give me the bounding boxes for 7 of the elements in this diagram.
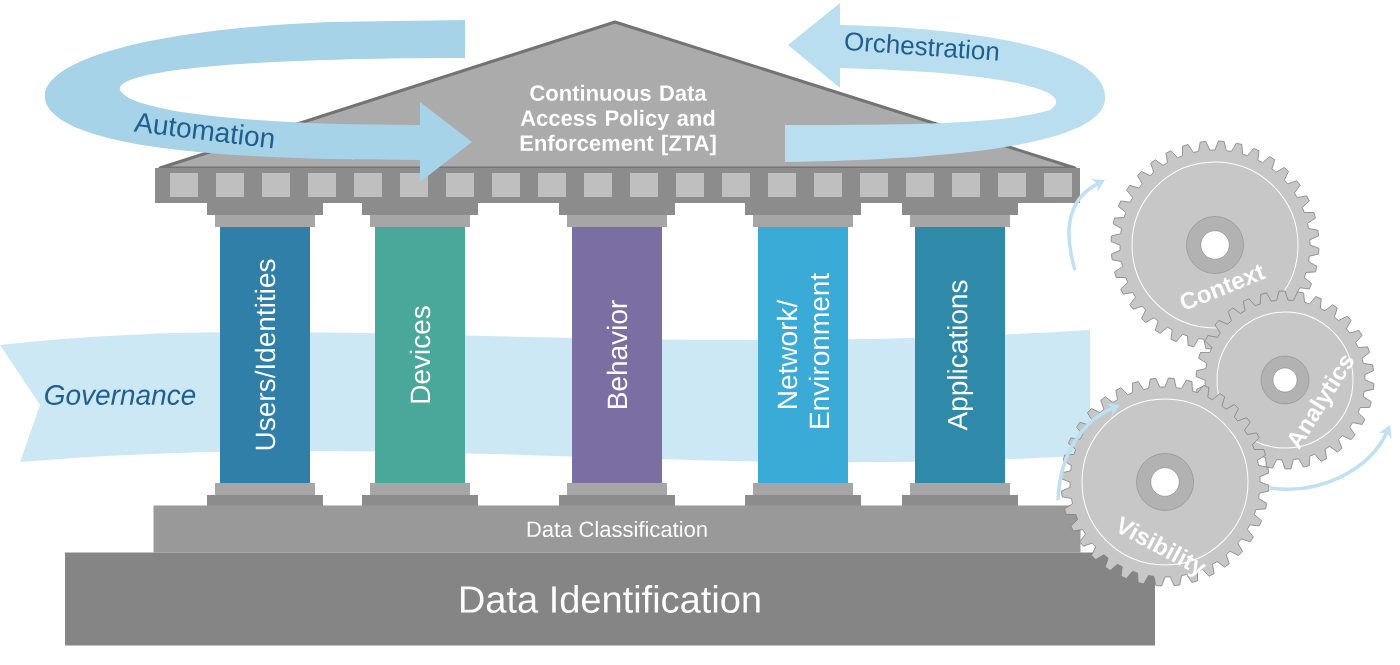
step-block: Data Classification xyxy=(153,505,1081,553)
pillar: Applications xyxy=(902,203,1018,507)
step-block: Data Identification xyxy=(65,552,1155,646)
pillar: Devices xyxy=(362,203,478,507)
pillar: Users/Identities xyxy=(207,203,323,507)
pillar: Behavior xyxy=(559,203,675,507)
pillar: Network/ Environment xyxy=(745,203,861,507)
